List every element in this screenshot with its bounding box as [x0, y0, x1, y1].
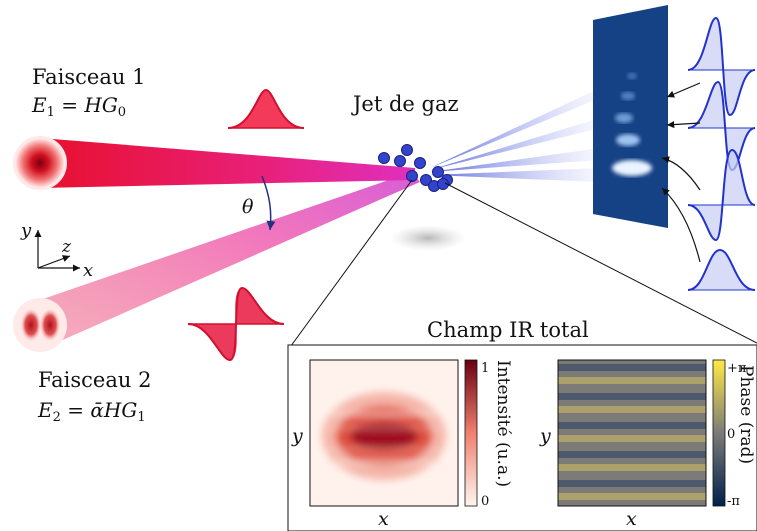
intensity-colorbar-label: Intensité (u.a.) — [493, 360, 513, 487]
axis-z-label: z — [61, 237, 72, 257]
phase-ylabel: y — [539, 425, 551, 447]
phase-colorbar-label: Phase (rad) — [736, 365, 756, 464]
beam-1-equation: E1 = HG0 — [31, 93, 126, 120]
phase-tick-min: -π — [727, 494, 740, 509]
axis-y-label: y — [20, 220, 32, 241]
harmonic-profiles — [687, 16, 756, 291]
phase-tick-mid: 0 — [727, 427, 735, 442]
beam-2-equation: E2 = ᾱHG1 — [37, 398, 146, 425]
axis-x-label: x — [83, 260, 93, 281]
gas-jet-label: Jet de gaz — [351, 92, 459, 116]
phase-tick-max: +π — [727, 361, 747, 376]
profile-arrows — [661, 82, 701, 263]
detector-screen — [593, 5, 668, 228]
intensity-tick-max: 1 — [481, 361, 489, 376]
inset-title: Champ IR total — [427, 318, 589, 342]
profile-1 — [687, 16, 756, 117]
gaussian-pulse-icon — [227, 88, 305, 129]
intensity-ylabel: y — [291, 425, 303, 447]
profile-4 — [687, 248, 756, 291]
intensity-tick-min: 0 — [481, 494, 489, 509]
beam-2 — [40, 172, 420, 350]
gas-jet-shadow — [390, 225, 466, 251]
zoom-lines — [287, 179, 757, 351]
coordinate-axes — [34, 230, 80, 272]
harmonic-rays — [430, 88, 600, 182]
intensity-colorbar — [464, 359, 478, 507]
beam-2-spot — [13, 298, 67, 352]
beam-1 — [40, 138, 415, 188]
profile-2 — [687, 80, 756, 172]
angle-label: θ — [242, 196, 254, 218]
beam-2-title: Faisceau 2 — [38, 368, 151, 392]
intensity-xlabel: x — [378, 508, 389, 530]
hg1-pulse-icon — [187, 286, 285, 362]
intensity-panel — [309, 359, 478, 507]
profile-3 — [687, 148, 756, 242]
beam-1-spot — [13, 136, 67, 190]
phase-panel — [557, 359, 726, 507]
angle-arc — [261, 175, 276, 231]
phase-xlabel: x — [626, 508, 637, 530]
beam-1-title: Faisceau 1 — [32, 65, 145, 89]
gas-jet-atoms — [378, 144, 453, 192]
phase-colorbar — [712, 359, 726, 507]
